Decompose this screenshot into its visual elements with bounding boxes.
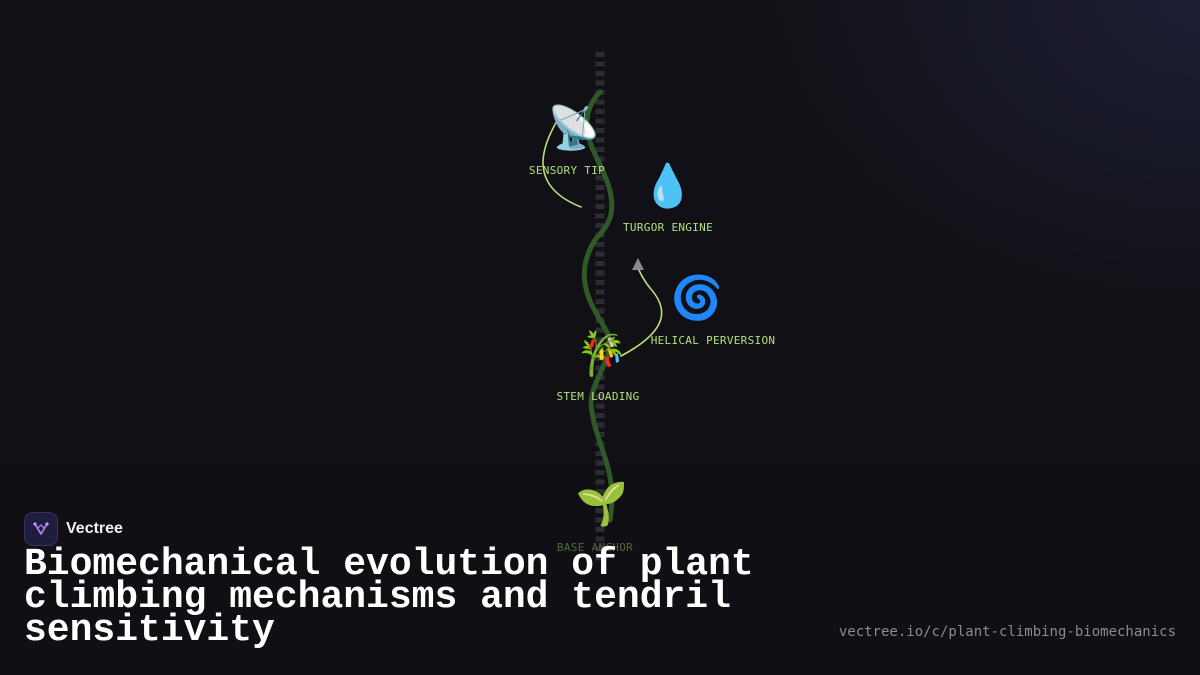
spiral-icon: 🌀 (671, 272, 723, 322)
satellite-dish-icon: 📡 (548, 101, 600, 152)
brand-name: Vectree (66, 520, 123, 537)
water-droplet-icon: 💧 (642, 161, 694, 210)
node-label-turgor-engine: TURGOR ENGINE (623, 221, 713, 234)
vine-stem (581, 89, 615, 523)
brand: Vectree (24, 512, 123, 546)
node-label-base-anchor: BASE ANCHOR (557, 541, 633, 554)
tendril-curl-upper (542, 115, 582, 208)
vectree-logo-icon (24, 512, 58, 546)
tendril-curl-lower (620, 267, 663, 357)
node-label-stem-loading: STEM LOADING (556, 390, 639, 403)
seedling-icon: 🌱 (576, 479, 628, 528)
page-title: Biomechanical evolution of plant climbin… (24, 543, 754, 652)
tendril-arrowhead (632, 258, 644, 270)
node-label-helical-perversion: HELICAL PERVERSION (651, 334, 776, 347)
source-url[interactable]: vectree.io/c/plant-climbing-biomechanics (838, 624, 1176, 640)
node-label-sensory-tip: SENSORY TIP (529, 164, 605, 177)
bamboo-icon: 🎋 (576, 329, 628, 378)
